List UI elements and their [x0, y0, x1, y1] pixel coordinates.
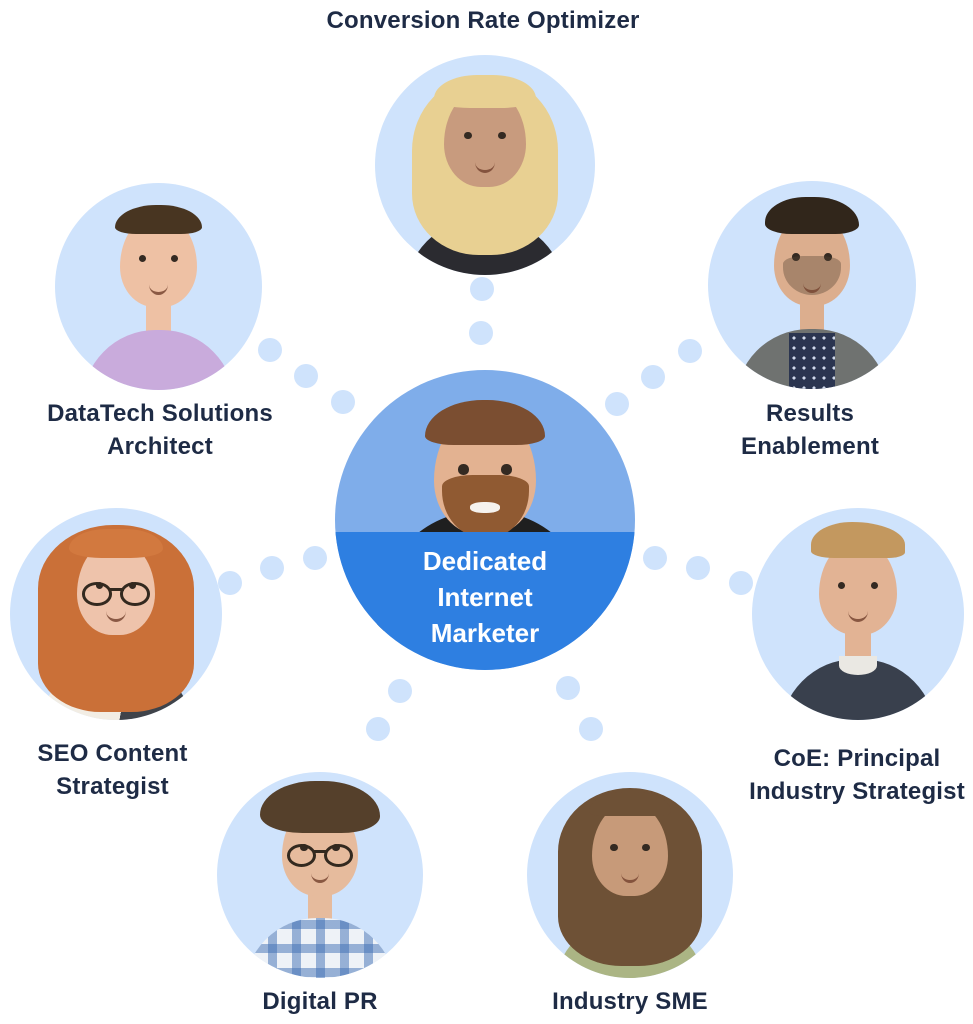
- member-label-coe-principal-industry-strategist: CoE: Principal Industry Strategist: [749, 745, 965, 806]
- connector-dot: [678, 339, 702, 363]
- connector-dot: [366, 717, 390, 741]
- connector-dot: [218, 571, 242, 595]
- member-label-results-enablement: Results Enablement: [740, 400, 880, 461]
- member-label-industry-sme: Industry SME: [552, 988, 708, 1015]
- member-photo: [10, 508, 222, 720]
- avatar-glasses: [287, 844, 353, 867]
- connector-dot: [294, 364, 318, 388]
- avatar-smile: [620, 871, 640, 884]
- member-photo: [375, 55, 595, 275]
- avatar-smile: [149, 282, 168, 295]
- member-node-coe-principal-industry-strategist: [752, 508, 964, 720]
- avatar-plaid-shirt: [243, 918, 397, 978]
- member-node-results-enablement: [708, 181, 916, 389]
- member-label-datatech-solutions-architect: DataTech Solutions Architect: [47, 400, 273, 461]
- member-label-conversion-rate-optimizer: Conversion Rate Optimizer: [326, 7, 640, 34]
- member-photo: [217, 772, 423, 978]
- avatar-shirt: [81, 329, 236, 390]
- avatar-hair-bangs: [69, 529, 163, 558]
- member-photo: [752, 508, 964, 720]
- avatar-hair: [260, 781, 380, 833]
- avatar-smile: [470, 502, 500, 513]
- member-node-industry-sme: [527, 772, 733, 978]
- center-node-dedicated-internet-marketer: Dedicated Internet Marketer: [335, 370, 635, 670]
- connector-dot: [469, 321, 493, 345]
- member-node-digital-pr: [217, 772, 423, 978]
- avatar-hair: [765, 196, 859, 235]
- avatar-shirt: [789, 332, 835, 389]
- center-label: Dedicated Internet Marketer: [422, 546, 548, 648]
- member-label-digital-pr: Digital PR: [262, 988, 378, 1015]
- avatar-tee: [838, 656, 878, 676]
- connector-dot: [388, 679, 412, 703]
- connector-dot: [579, 717, 603, 741]
- member-node-seo-content-strategist: [10, 508, 222, 720]
- avatar-hair: [115, 204, 202, 234]
- connector-dot: [556, 676, 580, 700]
- avatar-smile: [848, 610, 868, 623]
- member-photo: [55, 183, 262, 390]
- connector-dot: [729, 571, 753, 595]
- avatar-glasses: [82, 582, 150, 606]
- member-photo: [708, 181, 916, 389]
- member-node-datatech-solutions-architect: [55, 183, 262, 390]
- connector-dot: [303, 546, 327, 570]
- connector-dot: [470, 277, 494, 301]
- avatar-hair: [811, 521, 905, 558]
- avatar-smile: [106, 610, 126, 623]
- member-photo: [527, 772, 733, 978]
- connector-dot: [641, 365, 665, 389]
- connector-dot: [258, 338, 282, 362]
- connector-dot: [686, 556, 710, 580]
- connector-dot: [643, 546, 667, 570]
- member-label-seo-content-strategist: SEO Content Strategist: [37, 740, 188, 801]
- avatar-smile: [475, 161, 495, 174]
- avatar-smile: [310, 871, 330, 884]
- avatar-hair-fringe: [588, 791, 672, 817]
- connector-dot: [260, 556, 284, 580]
- avatar-smile: [802, 281, 822, 294]
- connector-dot: [605, 392, 629, 416]
- avatar-hair: [425, 400, 545, 445]
- center-label-band: Dedicated Internet Marketer: [335, 532, 635, 670]
- connector-dot: [331, 390, 355, 414]
- avatar-hair-fringe: [434, 74, 536, 108]
- member-node-conversion-rate-optimizer: [375, 55, 595, 275]
